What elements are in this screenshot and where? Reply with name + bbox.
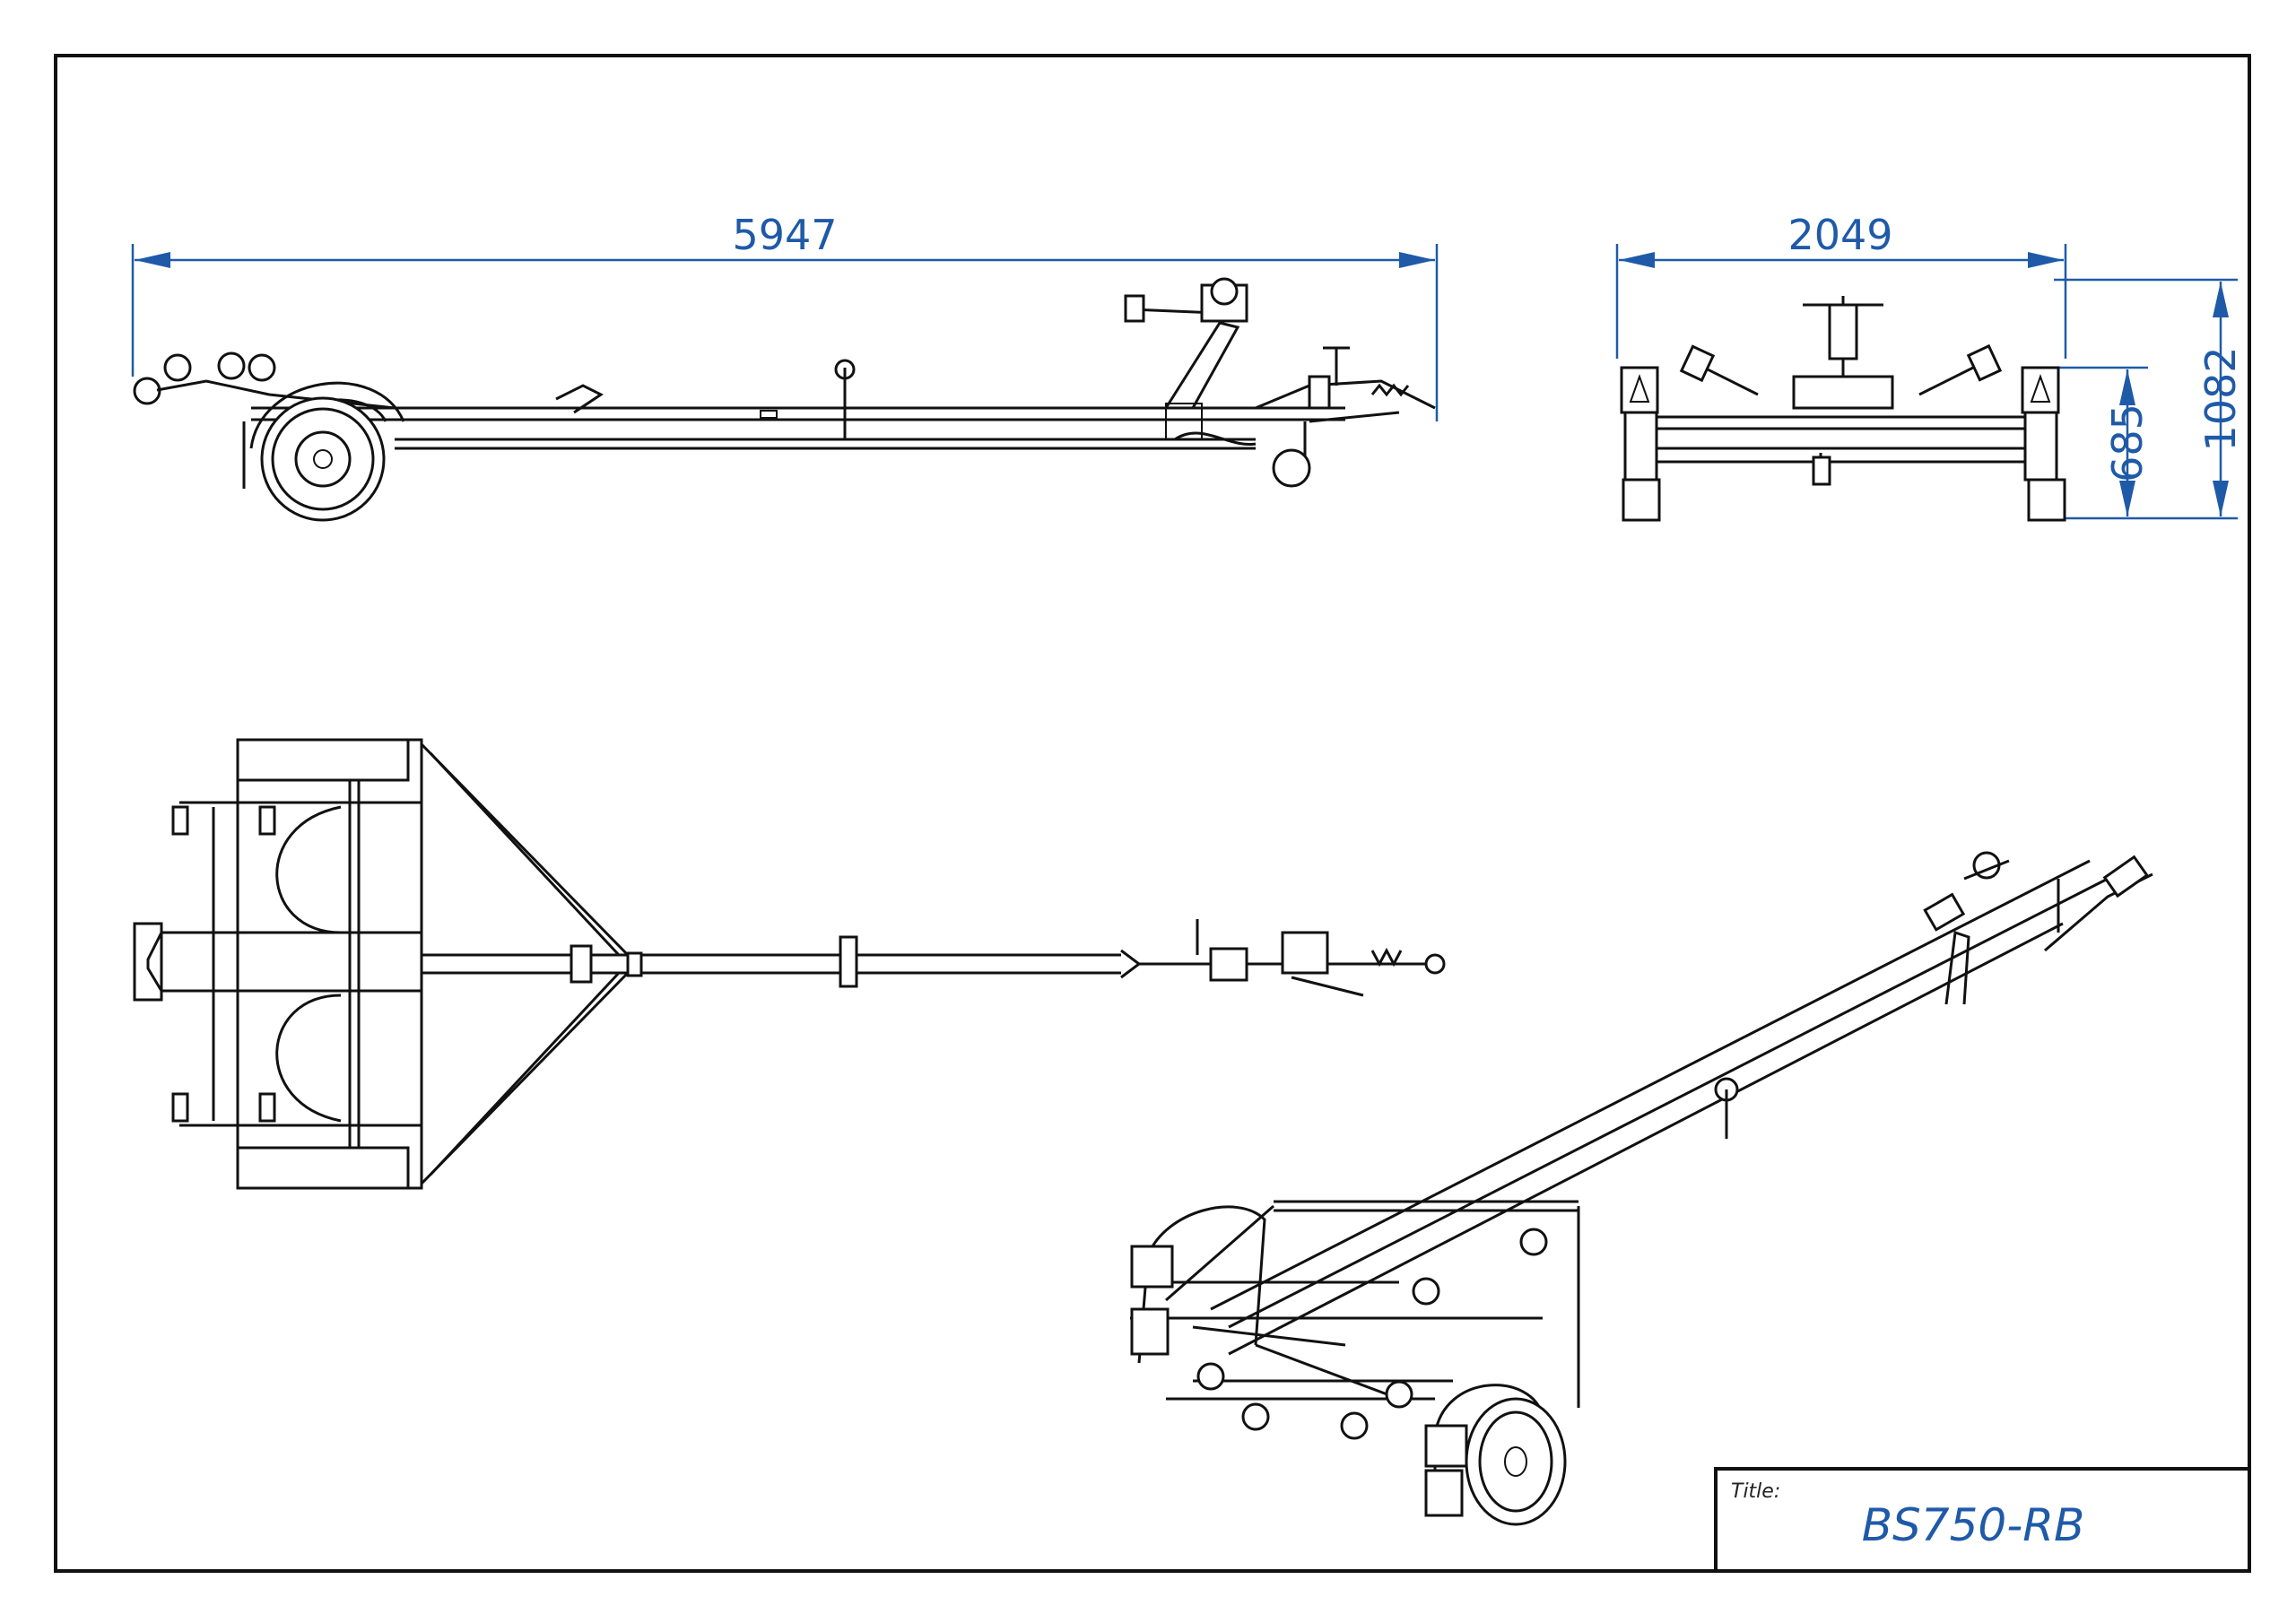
side-wheel xyxy=(260,396,386,522)
title-block: Title: BS750-RB xyxy=(1714,1467,2251,1573)
dim-length-label: 5947 xyxy=(732,211,837,259)
dim-height-frame-label: 685 xyxy=(2103,404,2152,482)
iso-wheel xyxy=(1465,1397,1567,1526)
sheet-border xyxy=(54,54,2251,1573)
title-label: Title: xyxy=(1731,1480,1780,1503)
dim-height-total-label: 1082 xyxy=(2196,346,2245,451)
dim-width-label: 2049 xyxy=(1787,211,1892,259)
title-value: BS750-RB xyxy=(1862,1499,2085,1551)
top-view xyxy=(133,738,1446,1190)
side-view: 5947 xyxy=(131,211,1439,522)
isometric-view xyxy=(1130,851,2153,1526)
front-view: 2049 1082 685 xyxy=(1615,211,2245,522)
